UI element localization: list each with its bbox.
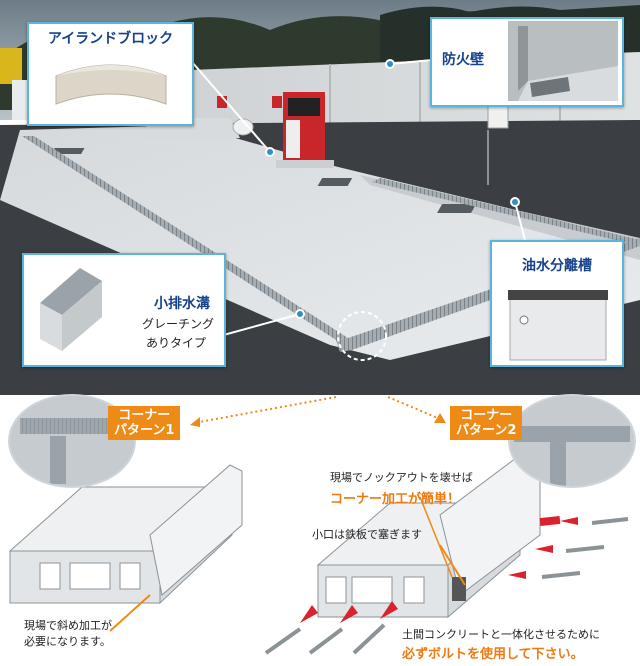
separator-title: 油水分離槽 (522, 258, 592, 274)
pattern2-drawing (264, 454, 629, 655)
corner-pattern1-tag: コーナー パターン1 (108, 406, 181, 440)
drain-subtitle-2: ありタイプ (145, 336, 206, 350)
corner-diagram (8, 396, 629, 655)
island-block-image (55, 64, 167, 105)
separator-tank-image (508, 290, 608, 361)
drain-title: 小排水溝 (154, 296, 210, 312)
small-opening-note: 小口は鉄板で塞ぎます (312, 528, 422, 541)
corner2-line2: パターン2 (456, 423, 517, 438)
site-photo: アイランドブロック 防火壁 油水分離槽 小排水溝 グレーチン (0, 0, 640, 395)
firewall-callout: 防火壁 (430, 17, 624, 107)
firewall-title: 防火壁 (442, 52, 484, 68)
corner2-line1: コーナー (460, 408, 513, 423)
corner1-line2: パターン1 (114, 423, 175, 438)
corner1-line1: コーナー (118, 408, 171, 423)
bolt-emphasis: 必ずボルトを使用して下さい。 (402, 647, 584, 662)
knockout-emphasis: コーナー加工が簡単！ (330, 492, 461, 507)
small-drain-callout: 小排水溝 グレーチング ありタイプ (22, 253, 226, 367)
corner-pattern2-tag: コーナー パターン2 (450, 406, 523, 440)
knockout-note: 現場でノックアウトを壊せば (330, 471, 473, 484)
island-block-callout: アイランドブロック (27, 22, 194, 126)
firewall-image (508, 21, 618, 101)
drain-subtitle-1: グレーチング (141, 317, 214, 331)
corner2-zoom-photo (508, 394, 636, 488)
island-block-title: アイランドブロック (47, 31, 174, 47)
pattern1-drawing (8, 464, 243, 632)
diagonal-note-2: 必要になります。 (24, 635, 111, 648)
bolt-note: 土間コンクリートと一体化させるために (402, 628, 600, 641)
drain-block-image (40, 268, 102, 351)
separator-callout: 油水分離槽 (490, 240, 624, 367)
diagonal-note-1: 現場で斜め加工が (24, 619, 112, 632)
